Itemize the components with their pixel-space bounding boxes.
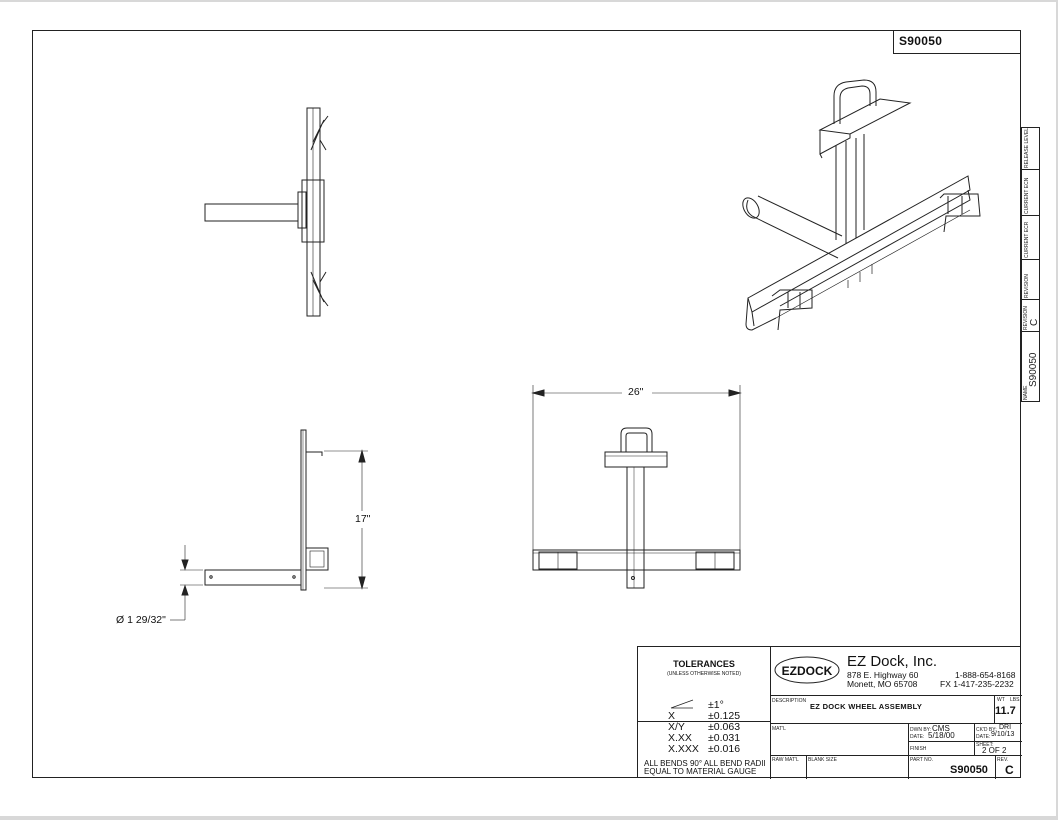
tolerance-xxx-label: X.XX [668,732,692,744]
drawn-date-value: 5/18/00 [928,731,955,740]
tolerance-xxxx-value: ±0.016 [708,743,741,755]
tb-divider-tol-title [638,721,770,722]
checked-by-value: DRI [999,724,1012,731]
tb-divider-finish [908,741,1022,742]
description-value: EZ DOCK WHEEL ASSEMBLY [810,702,923,711]
revision-tab: RELEASE LEVEL CURRENT ECN CURRENT ECR RE… [1021,127,1040,402]
height-dimension: 17" [355,513,371,525]
width-dimension: 26" [628,386,644,398]
tolerance-xxxx-label: X.XXX [668,743,699,755]
revtab-current-ecr: CURRENT ECR [1022,216,1039,260]
right-border-line [1056,0,1058,820]
tolerance-x-label: X [668,710,676,722]
title-block: TOLERANCES (UNLESS OTHERWISE NOTED) ±1° … [637,646,1022,779]
tolerance-xxx-value: ±0.031 [708,732,741,744]
tolerances-title: TOLERANCES [673,659,735,669]
revtab-release-level: RELEASE LEVEL [1022,128,1039,170]
raw-matl-label: RAW MAT'L [772,757,799,763]
tolerance-angle-value: ±1° [708,699,724,711]
sheet-value: 2 OF 2 [982,746,1007,755]
top-view [204,107,329,317]
angle-icon [670,699,694,709]
tolerances-subtitle: (UNLESS OTHERWISE NOTED) [667,671,741,677]
lbs-label: LBS. [1010,697,1021,703]
tb-divider-rev [995,755,996,779]
part-no-label: PART NO. [910,757,934,763]
logo-text: EZDOCK [782,664,833,678]
tb-divider-wt [994,695,995,723]
company-fax: FX 1-417-235-2232 [940,679,1014,689]
company-address1: 878 E. Highway 60 [847,670,919,680]
blank-size-label: BLANK SIZE [808,757,837,763]
side-view [170,429,368,621]
tolerance-xy-value: ±0.063 [708,721,741,733]
company-phone: 1-888-654-8168 [955,670,1016,680]
isometric-view [742,79,981,331]
drawn-by-label: DWN BY: [910,727,932,733]
matl-label: MAT'L [772,726,786,732]
front-view [531,385,742,589]
revtab-revision-a: REVISION [1022,260,1039,300]
part-no-value: S90050 [950,764,988,776]
rev-label: REV. [997,757,1009,763]
sheet-label: SHEET: [976,742,994,748]
tolerance-x-value: ±0.125 [708,710,741,722]
company-logo: EZDOCK [774,656,840,684]
wt-label: WT [997,697,1005,703]
revtab-current-ecn: CURRENT ECN [1022,170,1039,216]
revtab-revision-b: REVISION C [1022,300,1040,332]
drawn-date-label: DATE: [910,734,925,740]
tb-divider-company [770,695,1022,696]
finish-label: FINISH [910,746,927,752]
tb-divider-rawmatl [806,755,807,779]
tb-divider-matl [770,755,1022,756]
tb-divider-ckd [974,723,975,755]
top-border-line [0,0,1058,2]
top-part-number: S90050 [893,30,1021,54]
company-address2: Monett, MO 65708 [847,679,918,689]
bottom-border-line [0,816,1058,820]
description-label: DESCRIPTION [772,698,807,704]
checked-date-value: 9/10/13 [991,731,1015,738]
checked-date-label: DATE: [976,734,991,740]
rev-value: C [1005,763,1014,777]
tb-divider-tolerance [770,647,771,779]
drawing-frame [32,30,1021,778]
drawn-by-value: CMS [932,724,950,733]
company-name: EZ Dock, Inc. [847,653,938,670]
weight-value: 11.7 [995,705,1016,717]
tb-divider-description [770,723,1022,724]
bend-note-line2: EQUAL TO MATERIAL GAUGE [644,767,757,776]
tb-divider-dwn [908,723,909,779]
diameter-dimension: Ø 1 29/32" [116,614,166,626]
tolerance-xy-label: X/Y [668,721,685,733]
checked-by-label: CK'D BY: [976,727,997,733]
bend-note-line1: ALL BENDS 90° ALL BEND RADII [644,759,766,768]
